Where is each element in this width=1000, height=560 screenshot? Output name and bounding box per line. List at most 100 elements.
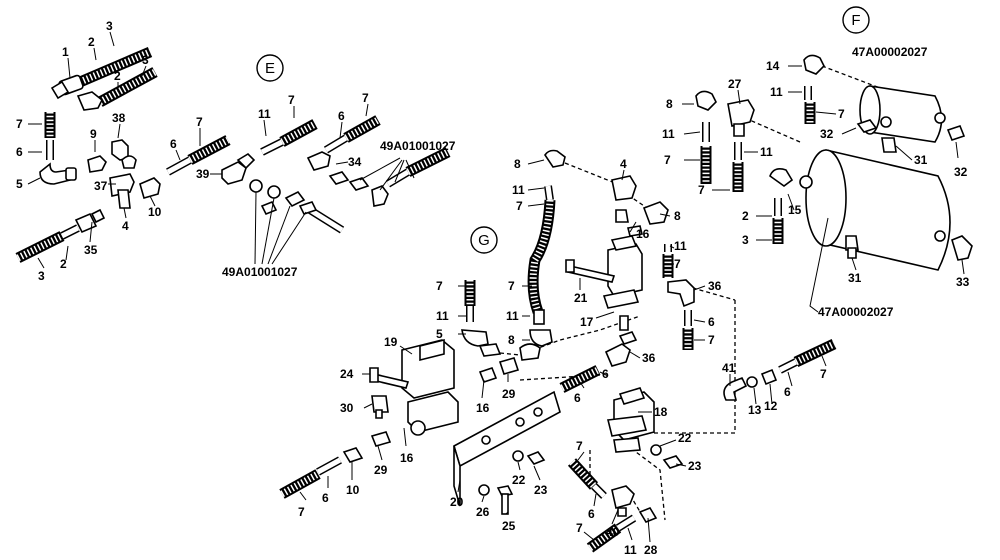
callout: 22 xyxy=(678,431,692,445)
callout: 11 xyxy=(760,145,773,159)
callout: 6 xyxy=(784,385,791,399)
callout: 7 xyxy=(708,333,715,347)
callout: 16 xyxy=(636,227,650,241)
part-code-f-top: 47A00002027 xyxy=(852,45,928,59)
callout: 10 xyxy=(346,483,360,497)
callout: 36 xyxy=(642,351,656,365)
callout: 7 xyxy=(436,279,443,293)
callout: 17 xyxy=(580,315,594,329)
callout: 32 xyxy=(820,127,834,141)
callout: 8 xyxy=(666,97,673,111)
callout: 2 xyxy=(88,35,95,49)
section-g-leaders xyxy=(299,159,706,515)
callout: 11 xyxy=(436,309,449,323)
callout: 21 xyxy=(574,291,588,305)
callout: 7 xyxy=(820,367,827,381)
callout: 32 xyxy=(954,165,968,179)
section-g-lower-leaders xyxy=(577,411,687,543)
callout: 7 xyxy=(674,257,681,271)
callout: 7 xyxy=(838,107,845,121)
callout: 2 xyxy=(742,209,749,223)
callout: 11 xyxy=(506,309,519,323)
callout: 7 xyxy=(508,279,515,293)
callout: 7 xyxy=(196,115,203,129)
callout: 29 xyxy=(374,463,388,477)
section-label-e: E xyxy=(256,54,284,82)
callout: 37 xyxy=(94,179,108,193)
callout: 6 xyxy=(338,109,345,123)
callout: 8 xyxy=(514,157,521,171)
callout: 3 xyxy=(106,19,113,33)
callout: 15 xyxy=(788,203,802,217)
svg-text:G: G xyxy=(478,232,490,249)
callout: 3 xyxy=(142,53,149,67)
section-f-parts xyxy=(695,54,973,401)
callout-numbers: 1 2 3 2 3 7 6 5 9 38 37 4 10 3 2 35 6 7 … xyxy=(16,19,970,557)
callout: 3 xyxy=(742,233,749,247)
callout: 34 xyxy=(348,155,362,169)
section-e-parts xyxy=(15,46,451,263)
callout: 5 xyxy=(436,327,443,341)
section-label-f: F xyxy=(842,6,870,34)
callout: 23 xyxy=(534,483,548,497)
callout: 40 xyxy=(606,525,620,539)
callout: 6 xyxy=(170,137,177,151)
callout: 7 xyxy=(16,117,23,131)
callout: 31 xyxy=(914,153,928,167)
callout: 5 xyxy=(16,177,23,191)
callout: 7 xyxy=(516,199,523,213)
callout: 7 xyxy=(288,93,295,107)
callout: 6 xyxy=(588,507,595,521)
part-code-e-top: 49A01001027 xyxy=(380,139,456,153)
callout: 8 xyxy=(674,209,681,223)
callout: 8 xyxy=(508,333,515,347)
callout: 14 xyxy=(766,59,780,73)
callout: 10 xyxy=(148,205,162,219)
callout: 22 xyxy=(512,473,526,487)
section-g-parts xyxy=(279,149,695,515)
callout: 16 xyxy=(400,451,414,465)
part-code-f-bottom: 47A00002027 xyxy=(818,305,894,319)
callout: 11 xyxy=(770,85,783,99)
callout: 1 xyxy=(62,45,69,59)
callout: 41 xyxy=(722,361,736,375)
callout: 20 xyxy=(450,495,464,509)
callout: 27 xyxy=(728,77,742,91)
section-e-leaders xyxy=(27,31,415,269)
callout: 7 xyxy=(698,183,705,197)
callout: 11 xyxy=(624,543,637,557)
callout: 30 xyxy=(340,401,354,415)
callout: 24 xyxy=(340,367,354,381)
callout: 11 xyxy=(512,183,525,197)
svg-text:E: E xyxy=(265,60,275,77)
callout: 4 xyxy=(122,219,129,233)
svg-text:F: F xyxy=(851,12,860,29)
section-label-g: G xyxy=(470,226,498,254)
part-code-e-bottom: 49A01001027 xyxy=(222,265,298,279)
callout: 2 xyxy=(114,69,121,83)
section-f-leaders xyxy=(682,65,965,405)
section-g-lower-parts xyxy=(567,387,684,553)
callout: 7 xyxy=(576,439,583,453)
callout: 25 xyxy=(502,519,516,533)
callout: 6 xyxy=(708,315,715,329)
callout: 7 xyxy=(362,91,369,105)
callout: 6 xyxy=(322,491,329,505)
callout: 18 xyxy=(654,405,668,419)
callout: 16 xyxy=(476,401,490,415)
callout: 11 xyxy=(674,239,687,253)
callout: 4 xyxy=(620,157,627,171)
callout: 6 xyxy=(16,145,23,159)
callout: 3 xyxy=(38,269,45,283)
callout: 33 xyxy=(956,275,970,289)
callout: 29 xyxy=(502,387,516,401)
callout: 6 xyxy=(574,391,581,405)
callout: 2 xyxy=(60,257,67,271)
callout: 7 xyxy=(298,505,305,519)
callout: 11 xyxy=(258,107,271,121)
callout: 11 xyxy=(662,127,675,141)
callout: 23 xyxy=(688,459,702,473)
callout: 36 xyxy=(708,279,722,293)
